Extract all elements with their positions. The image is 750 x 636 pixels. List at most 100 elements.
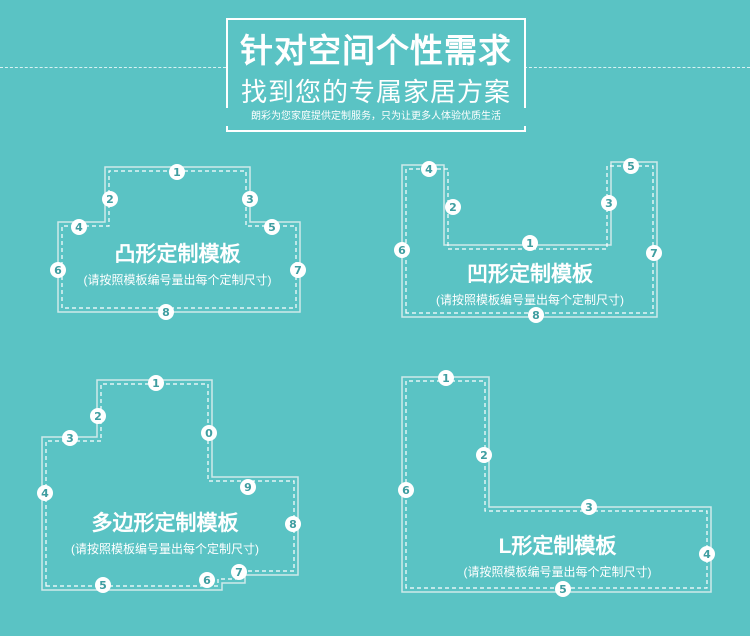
header-divider-right — [524, 67, 750, 68]
concave-template-shape — [401, 161, 658, 318]
dimension-marker: 6 — [50, 262, 66, 278]
l-template-name: L形定制模板 — [498, 535, 617, 558]
polygon-template-shape — [41, 379, 299, 591]
dimension-marker: 5 — [95, 577, 111, 593]
dimension-marker: 8 — [285, 516, 301, 532]
marker-circle — [445, 199, 461, 215]
marker-circle — [242, 191, 258, 207]
dimension-marker: 3 — [62, 430, 78, 446]
dimension-marker: 6 — [398, 482, 414, 498]
polygon-template-note: (请按照模板编号量出每个定制尺寸) — [71, 542, 259, 556]
marker-circle — [601, 195, 617, 211]
l-template-label: L形定制模板 (请按照模板编号量出每个定制尺寸) — [445, 530, 670, 580]
dimension-marker: 4 — [71, 219, 87, 235]
concave-template-label: 凹形定制模板 (请按照模板编号量出每个定制尺寸) — [420, 258, 640, 308]
concave-template-note: (请按照模板编号量出每个定制尺寸) — [436, 293, 624, 307]
marker-number: 4 — [75, 221, 83, 234]
marker-circle — [102, 191, 118, 207]
polygon-template-label: 多边形定制模板 (请按照模板编号量出每个定制尺寸) — [60, 507, 270, 557]
dimension-marker: 0 — [201, 425, 217, 441]
marker-number: 5 — [99, 579, 107, 592]
convex-template-name: 凸形定制模板 — [114, 243, 241, 266]
marker-circle — [438, 370, 454, 386]
marker-number: 4 — [425, 163, 433, 176]
marker-circle — [555, 581, 571, 597]
marker-circle — [581, 499, 597, 515]
marker-number: 7 — [650, 247, 658, 260]
marker-circle — [62, 430, 78, 446]
marker-number: 2 — [449, 201, 457, 214]
marker-number: 7 — [294, 264, 302, 277]
dimension-marker: 5 — [555, 581, 571, 597]
marker-circle — [71, 219, 87, 235]
dimension-marker: 4 — [37, 485, 53, 501]
dimension-marker: 2 — [102, 191, 118, 207]
marker-circle — [522, 235, 538, 251]
marker-circle — [528, 307, 544, 323]
marker-number: 5 — [627, 160, 635, 173]
dimension-marker: 7 — [646, 245, 662, 261]
dimension-marker: 1 — [438, 370, 454, 386]
marker-number: 8 — [162, 306, 170, 319]
marker-circle — [95, 577, 111, 593]
marker-number: 2 — [94, 410, 102, 423]
marker-circle — [158, 304, 174, 320]
dimension-marker: 5 — [264, 219, 280, 235]
marker-number: 0 — [205, 427, 213, 440]
dimension-marker: 7 — [231, 564, 247, 580]
dimension-marker: 6 — [394, 242, 410, 258]
marker-number: 9 — [244, 481, 252, 494]
marker-circle — [646, 245, 662, 261]
page-tagline: 朗彩为您家庭提供定制服务，只为让更多人体验优质生活 — [220, 108, 532, 126]
dimension-marker: 8 — [158, 304, 174, 320]
marker-number: 1 — [152, 377, 160, 390]
marker-number: 1 — [173, 166, 181, 179]
dimension-marker: 2 — [476, 447, 492, 463]
marker-circle — [421, 161, 437, 177]
marker-number: 5 — [559, 583, 567, 596]
marker-circle — [264, 219, 280, 235]
dimension-marker: 9 — [240, 479, 256, 495]
header-divider-left — [0, 67, 226, 68]
dimension-marker: 7 — [290, 262, 306, 278]
dimension-marker: 3 — [581, 499, 597, 515]
marker-number: 3 — [585, 501, 593, 514]
dimension-marker: 2 — [445, 199, 461, 215]
dimension-marker: 8 — [528, 307, 544, 323]
marker-number: 6 — [54, 264, 62, 277]
marker-number: 6 — [203, 574, 211, 587]
dimension-marker: 1 — [169, 164, 185, 180]
marker-number: 4 — [703, 548, 711, 561]
marker-circle — [398, 482, 414, 498]
marker-number: 8 — [532, 309, 540, 322]
marker-circle — [199, 572, 215, 588]
polygon-template-name: 多边形定制模板 — [91, 512, 239, 535]
dimension-marker: 3 — [242, 191, 258, 207]
marker-circle — [50, 262, 66, 278]
dimension-marker: 1 — [522, 235, 538, 251]
convex-template-label: 凸形定制模板 (请按照模板编号量出每个定制尺寸) — [80, 238, 275, 288]
marker-number: 7 — [235, 566, 243, 579]
marker-circle — [290, 262, 306, 278]
marker-number: 6 — [398, 244, 406, 257]
header-box: 针对空间个性需求 找到您的专属家居方案 朗彩为您家庭提供定制服务，只为让更多人体… — [220, 18, 532, 132]
marker-number: 4 — [41, 487, 49, 500]
marker-number: 3 — [605, 197, 613, 210]
marker-number: 1 — [442, 372, 450, 385]
marker-circle — [699, 546, 715, 562]
dimension-marker: 2 — [90, 408, 106, 424]
l-template-note: (请按照模板编号量出每个定制尺寸) — [463, 565, 652, 579]
page-title: 针对空间个性需求 — [240, 31, 512, 70]
marker-number: 3 — [66, 432, 74, 445]
marker-circle — [201, 425, 217, 441]
dimension-marker: 4 — [699, 546, 715, 562]
marker-number: 2 — [106, 193, 114, 206]
dimension-marker: 6 — [199, 572, 215, 588]
dimension-marker: 1 — [148, 375, 164, 391]
marker-circle — [240, 479, 256, 495]
dimension-marker: 3 — [601, 195, 617, 211]
marker-circle — [285, 516, 301, 532]
marker-number: 8 — [289, 518, 297, 531]
marker-circle — [394, 242, 410, 258]
